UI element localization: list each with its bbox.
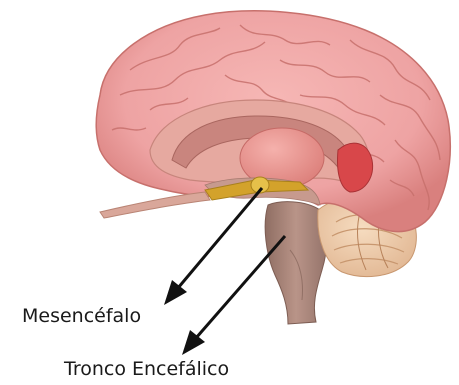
nerve-extension [100,192,210,218]
label-tronco-encefalico: Tronco Encefálico [64,358,229,380]
label-mesencefalo: Mesencéfalo [22,305,141,327]
arrow-mesencefalo-head [164,280,187,305]
